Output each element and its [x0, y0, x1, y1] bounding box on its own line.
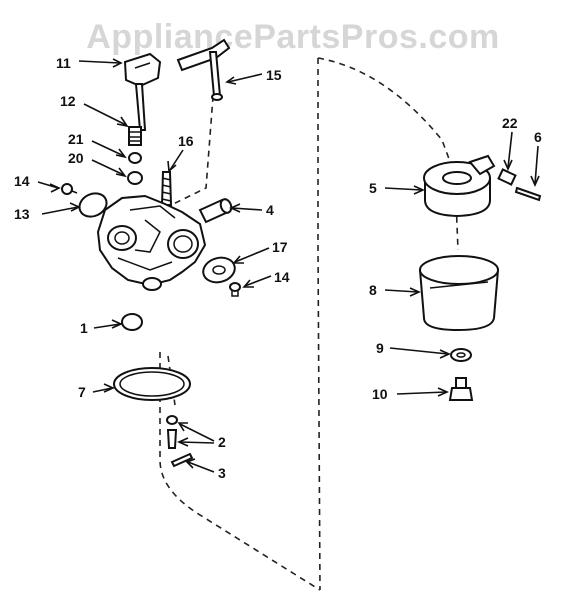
part-17-gasket — [202, 256, 236, 284]
part-7-bowl-gasket — [113, 367, 191, 401]
callout-9: 9 — [376, 340, 384, 356]
callout-10: 10 — [372, 386, 388, 402]
callout-13: 13 — [14, 206, 30, 222]
callout-2: 2 — [218, 434, 226, 450]
part-22-float-spring — [497, 168, 517, 186]
callout-14-lower: 14 — [274, 269, 290, 285]
callout-3: 3 — [218, 465, 226, 481]
part-12-spring — [128, 126, 142, 146]
carburetor-body — [96, 194, 207, 291]
part-5-float — [423, 154, 496, 218]
callout-12: 12 — [60, 93, 76, 109]
callout-21: 21 — [68, 131, 84, 147]
part-21-seal — [128, 152, 142, 164]
part-11-throttle-lever — [123, 52, 162, 131]
callout-17: 17 — [272, 239, 288, 255]
part-15-choke-shaft — [176, 38, 231, 101]
callout-11: 11 — [56, 55, 71, 71]
part-14-screw-top — [61, 183, 78, 195]
assembly-guide-bottom — [159, 352, 321, 591]
part-1-welch-plug — [121, 313, 143, 331]
assembly-guide-main — [317, 58, 321, 591]
part-9-bowl-washer — [450, 348, 472, 362]
part-13-throttle-plate — [78, 192, 108, 218]
part-8-float-bowl — [418, 255, 500, 332]
part-16-idle-screw — [160, 171, 173, 206]
watermark: AppliancePartsPros.com — [86, 18, 500, 56]
callout-20: 20 — [68, 150, 84, 166]
part-4-fuel-inlet — [198, 198, 233, 224]
callout-8: 8 — [369, 282, 377, 298]
leader-lines — [37, 58, 540, 473]
part-2-needle-seat — [166, 415, 178, 449]
part-6-float-shaft — [514, 186, 542, 202]
assembly-guide-bowl — [317, 57, 459, 251]
part-10-bowl-nut — [448, 377, 474, 401]
callout-1: 1 — [80, 320, 88, 336]
callout-6: 6 — [534, 129, 542, 145]
callout-7: 7 — [78, 384, 86, 400]
part-3-float-pin — [170, 452, 194, 468]
callout-5: 5 — [369, 180, 377, 196]
callout-4: 4 — [266, 202, 274, 218]
callout-22: 22 — [502, 115, 518, 131]
callout-14-top: 14 — [14, 173, 30, 189]
part-20-washer — [127, 171, 143, 185]
callout-16: 16 — [178, 133, 194, 149]
part-14-screw-lower — [229, 282, 241, 297]
callout-15: 15 — [266, 67, 282, 83]
assembly-guide-fuel — [164, 83, 215, 209]
